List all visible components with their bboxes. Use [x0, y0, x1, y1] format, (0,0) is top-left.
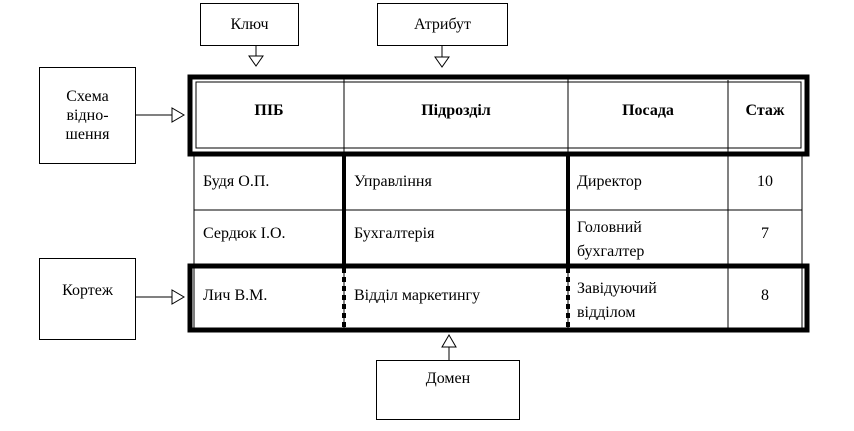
schema-arrow-head [171, 107, 185, 123]
row-3-department: Відділ маркетингу [354, 287, 481, 304]
tuple-label-text: Кортеж [62, 282, 113, 299]
header-experience: Стаж [745, 102, 785, 119]
schema-frame-inner [195, 81, 802, 149]
domain-arrow-head [441, 334, 457, 348]
arrows [136, 46, 457, 360]
row-3-experience: 8 [761, 287, 769, 304]
row-2-position-line-1: Головний [577, 219, 642, 236]
row-1-experience: 10 [757, 173, 773, 190]
key-label-text: Ключ [230, 16, 269, 33]
domain-label: Домен [376, 360, 520, 420]
schema-label-line-2: відно- [66, 107, 109, 124]
row-2-department: Бухгалтерія [354, 225, 435, 242]
row-2-name: Сердюк І.О. [203, 225, 286, 242]
attribute-arrow-head [434, 56, 450, 68]
header-department: Підрозділ [421, 102, 491, 119]
schema-label-line-3: шення [65, 126, 110, 143]
domain-label-text: Домен [425, 370, 471, 387]
row-2-position-line-2: бухгалтер [577, 243, 645, 260]
row-3-name: Лич В.М. [203, 287, 268, 304]
key-arrow-head [248, 55, 264, 67]
row-3-position-line-2: відділом [577, 304, 636, 321]
row-3-position-line-1: Завідуючий [577, 280, 657, 297]
schema-frame-outer [187, 74, 810, 157]
tuple-frame [187, 263, 810, 333]
attribute-label-text: Атрибут [413, 16, 472, 33]
key-label: Ключ [200, 3, 299, 46]
row-2-experience: 7 [761, 225, 769, 242]
header-position: Посада [622, 102, 674, 119]
schema-highlight [187, 74, 810, 157]
header-name: ПІБ [254, 102, 284, 119]
tuple-label: Кортеж [39, 258, 136, 340]
attribute-label: Атрибут [377, 3, 508, 46]
row-1-name: Будя О.П. [203, 173, 270, 190]
row-1-position: Директор [577, 173, 642, 190]
schema-label-line-1: Схема [66, 88, 109, 105]
row-1-department: Управління [354, 173, 432, 190]
domain-highlight [342, 268, 570, 328]
tuple-arrow-head [171, 289, 185, 305]
schema-label: Схема відно- шення [39, 67, 136, 164]
